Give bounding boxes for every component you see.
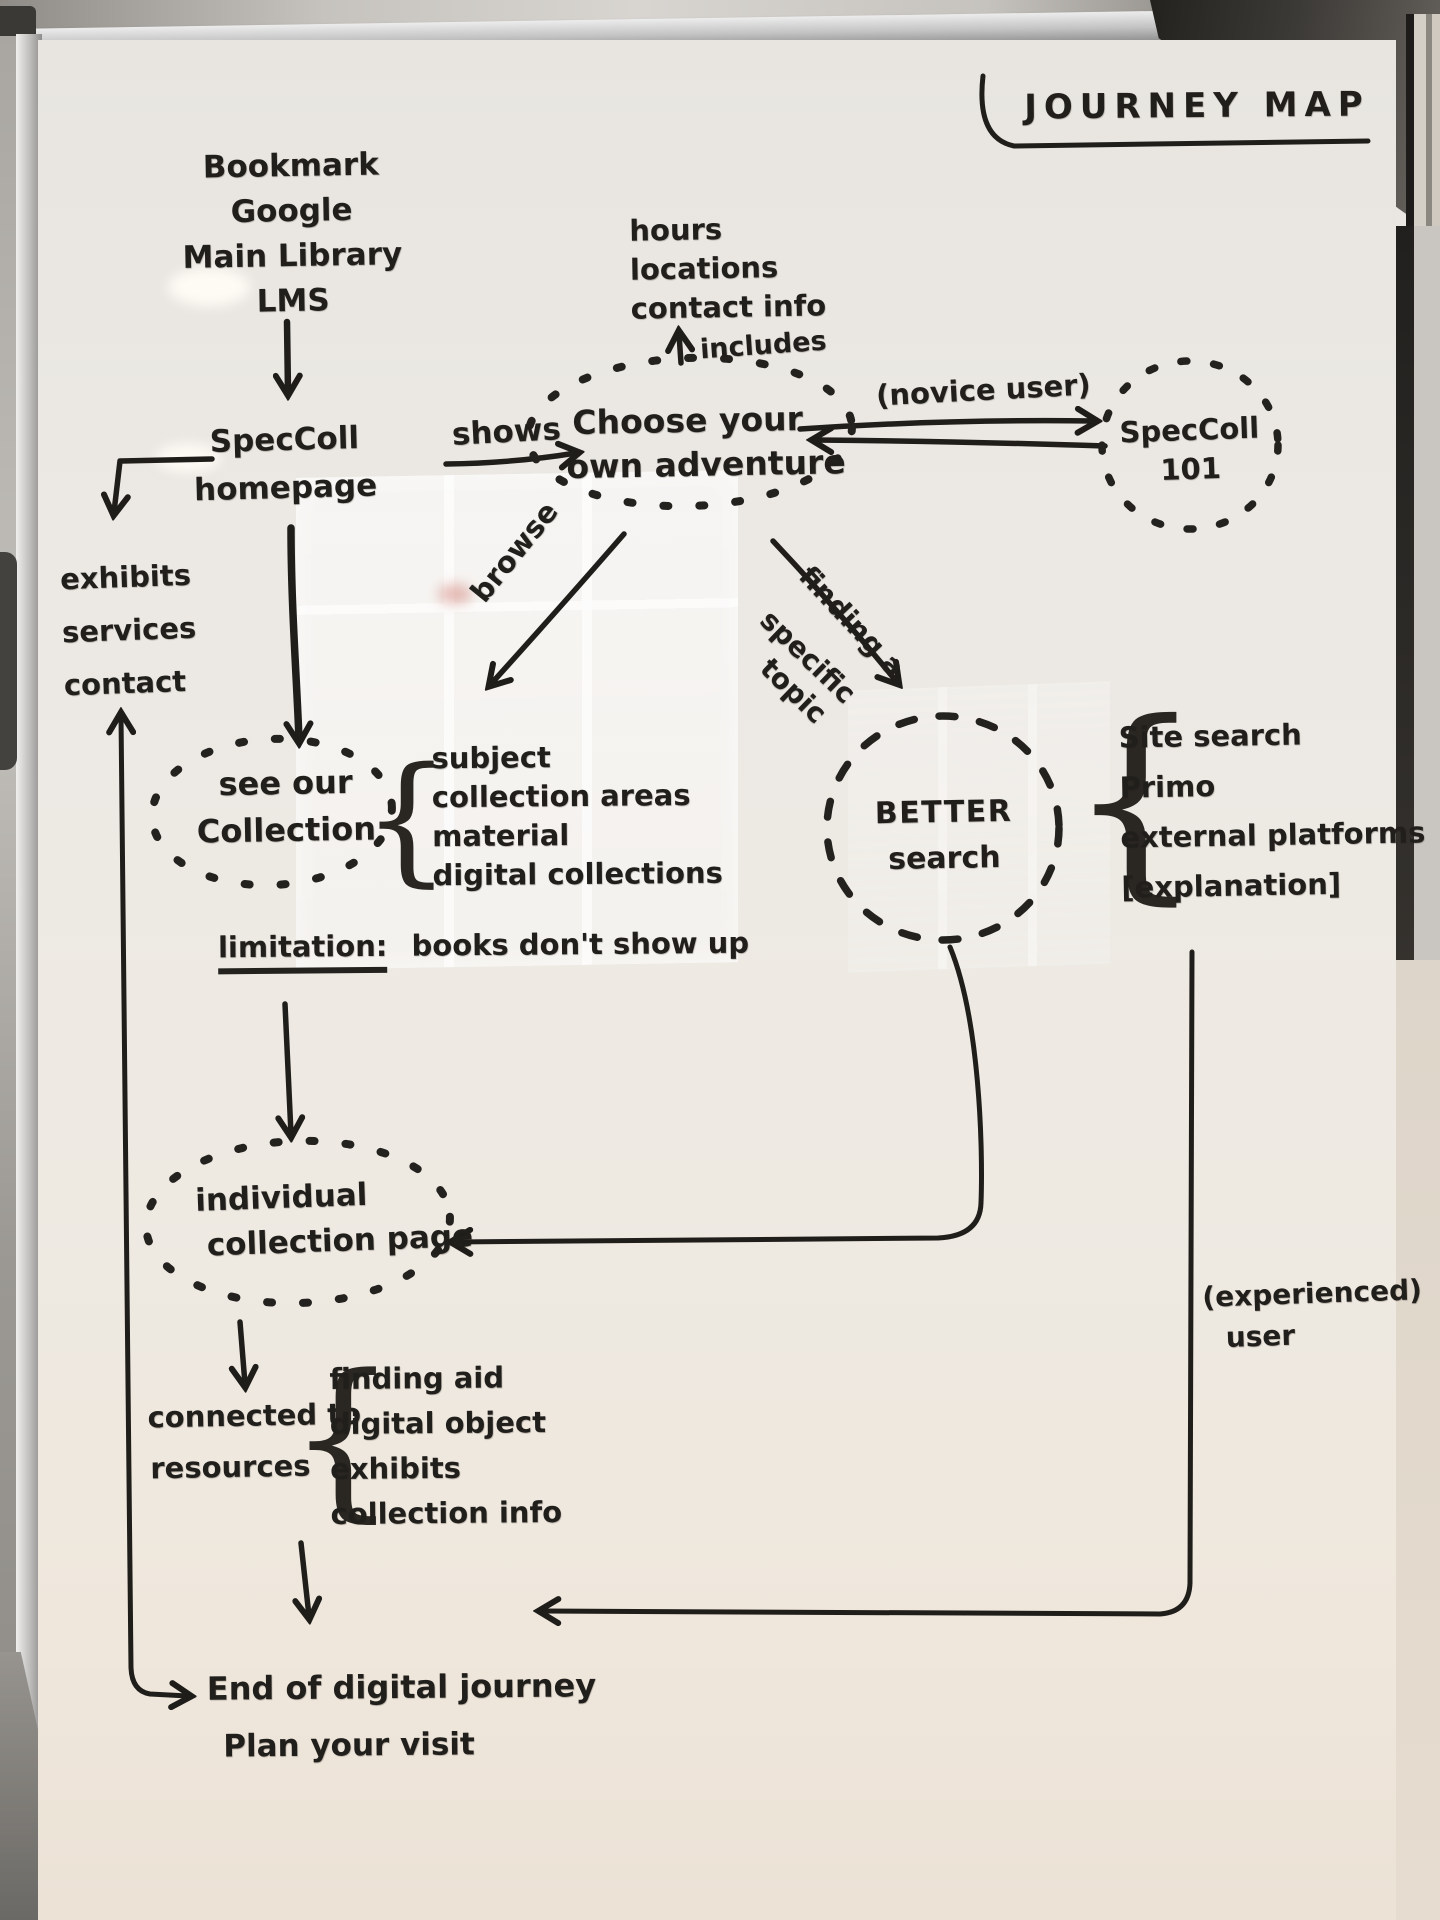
arrow-right-to-end — [542, 949, 1195, 1614]
node-search-options: Site search Primo external platforms [ex… — [1118, 717, 1426, 905]
arrow-adventure-to-101 — [797, 421, 1094, 429]
node-end-journey: End of digital journey Plan your visit — [206, 1666, 597, 1765]
node-entry-points: Bookmark Google Main Library LMS — [176, 142, 407, 326]
node-speccoll-101: SpecColl 101 — [1118, 410, 1260, 488]
red-marker-smudge — [438, 584, 472, 604]
node-individual-page: individual collection page — [194, 1176, 474, 1264]
node-resource-links: finding aid digital object exhibits coll… — [329, 1360, 563, 1532]
brace-resource-links: { — [288, 1337, 398, 1538]
line-end-to-contact — [121, 716, 188, 1696]
brace-collection-facets: { — [362, 738, 452, 901]
entry-line: LMS — [256, 282, 330, 320]
left-frame-edge — [16, 34, 42, 1920]
label-experienced-user: (experienced) user — [1201, 1273, 1423, 1355]
node-homepage-sections: exhibits services contact — [59, 557, 197, 703]
arrow-101-to-adventure — [815, 440, 1108, 446]
right-wall — [1414, 226, 1440, 964]
board-surface — [38, 40, 1396, 1920]
chair-silhouette — [0, 552, 17, 770]
node-speccoll-homepage: SpecColl homepage — [193, 420, 378, 509]
arrow-homepage-to-collection — [291, 524, 299, 740]
arrow-browse — [491, 531, 627, 684]
entry-line: Google — [230, 191, 353, 231]
arrow-limitation-to-individual — [285, 1001, 291, 1134]
window-blind-slats — [1406, 14, 1440, 232]
ring-individual-page — [142, 1136, 454, 1308]
entry-line: Bookmark — [202, 146, 380, 186]
page-title: JOURNEY MAP — [1024, 84, 1370, 128]
node-collection-facets: subject collection areas material digita… — [431, 740, 724, 893]
ring-choose-adventure — [524, 353, 856, 511]
arrow-individual-to-connected — [240, 1319, 245, 1384]
ring-better-search — [823, 712, 1063, 944]
limitation-label: limitation: — [217, 928, 388, 975]
ring-see-collection — [148, 734, 396, 890]
node-limitation: limitation: books don't show up — [217, 924, 750, 975]
label-shows: shows — [451, 411, 562, 453]
right-wall-lower — [1394, 960, 1440, 1920]
title-bracket — [979, 73, 1371, 149]
ring-speccoll-101 — [1098, 357, 1282, 533]
arrow-includes-up — [679, 334, 681, 366]
window-mullion — [1396, 226, 1414, 964]
arrow-shows-to-adventure — [443, 453, 576, 464]
limitation-text: books don't show up — [411, 925, 750, 963]
entry-line: Main Library — [182, 236, 403, 276]
arrow-entry-to-homepage — [287, 318, 288, 392]
brace-search-options: { — [1068, 676, 1203, 923]
node-adventure-info: hours locations contact info — [629, 212, 827, 326]
node-see-collection: see our Collection — [196, 762, 377, 851]
glare-ellipse-1 — [168, 268, 250, 306]
arrow-homepage-to-sections — [114, 456, 215, 512]
node-choose-adventure: Choose your own adventure — [566, 398, 847, 487]
arrow-finding-topic — [770, 538, 897, 682]
node-better-search: BETTER search — [874, 793, 1013, 877]
arrow-bettersearch-to-individual — [454, 944, 984, 1242]
arrow-connected-to-end — [301, 1540, 309, 1616]
